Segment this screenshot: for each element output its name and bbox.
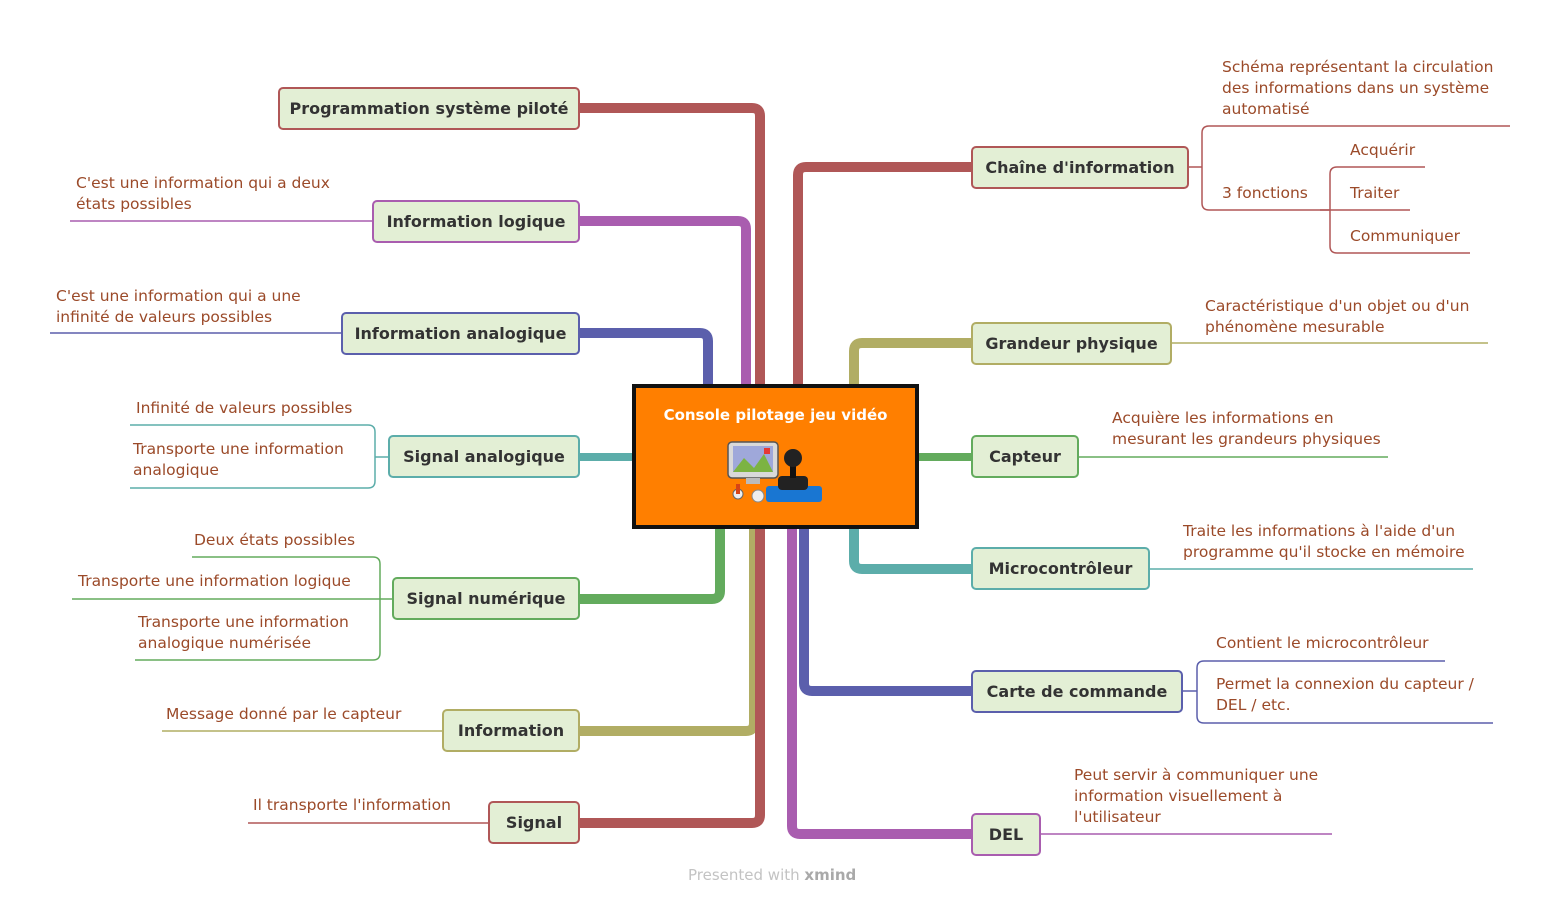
note-information-logique: C'est une information qui a deux états p… [76,174,330,213]
note-information: Message donné par le capteur [166,705,402,723]
note-carte-1: Contient le microcontrôleur [1216,634,1429,652]
topic-chaine-information[interactable]: Chaîne d'information [971,146,1189,189]
central-topic-title: Console pilotage jeu vidéo [663,406,888,424]
topic-microcontroleur[interactable]: Microcontrôleur [971,547,1150,590]
note-microcontroleur: Traite les informations à l'aide d'un pr… [1183,522,1465,561]
joystick-console-illustration [727,441,822,503]
branch-chaine [793,162,977,391]
note-signal-numerique-2: Transporte une information logique [78,572,351,590]
note-signal: Il transporte l'information [253,796,451,814]
branch-info-analogique [575,328,713,393]
note-communiquer: Communiquer [1350,227,1461,245]
topic-signal-analogique[interactable]: Signal analogique [388,435,580,478]
note-del: Peut servir à communiquer une informatio… [1074,766,1319,826]
topic-information-analogique[interactable]: Information analogique [341,312,580,355]
topic-information[interactable]: Information [442,709,580,752]
topic-information-logique[interactable]: Information logique [372,200,580,243]
branch-signal-numerique [575,523,725,604]
branch-grandeur [849,338,977,391]
topic-carte-de-commande[interactable]: Carte de commande [971,670,1183,713]
branch-carte [799,523,977,696]
topic-signal[interactable]: Signal [488,801,580,844]
note-carte-2: Permet la connexion du capteur / DEL / e… [1216,675,1474,714]
branch-del [787,523,977,839]
note-grandeur-physique: Caractéristique d'un objet ou d'un phéno… [1205,297,1470,336]
note-signal-numerique-3: Transporte une information analogique nu… [138,613,349,652]
topic-capteur[interactable]: Capteur [971,435,1079,478]
branch-microcontroleur [849,523,977,574]
topic-del[interactable]: DEL [971,813,1041,856]
branch-programmation [575,103,765,535]
central-topic[interactable]: Console pilotage jeu vidéo [632,384,919,529]
branch-info-logique [575,216,751,393]
note-3-fonctions: 3 fonctions [1222,184,1308,202]
note-signal-numerique-1: Deux états possibles [194,531,356,549]
branch-signal [575,523,765,828]
note-information-analogique: C'est une information qui a une infinité… [56,287,301,326]
presented-with-footer: Presented with xmind [688,866,856,884]
topic-programmation[interactable]: Programmation système piloté [278,87,580,130]
note-signal-analogique-2: Transporte une information analogique [133,440,344,479]
note-capteur: Acquière les informations en mesurant le… [1112,409,1381,448]
note-acquerir: Acquérir [1350,141,1416,159]
branch-information [575,523,759,736]
presented-with-text: Presented with [688,866,800,884]
brand-name: xmind [804,866,857,884]
note-chaine-definition: Schéma représentant la circulation des i… [1222,58,1494,118]
note-traiter: Traiter [1350,184,1400,202]
note-signal-analogique-1: Infinité de valeurs possibles [136,399,353,417]
topic-signal-numerique[interactable]: Signal numérique [392,577,580,620]
topic-grandeur-physique[interactable]: Grandeur physique [971,322,1172,365]
